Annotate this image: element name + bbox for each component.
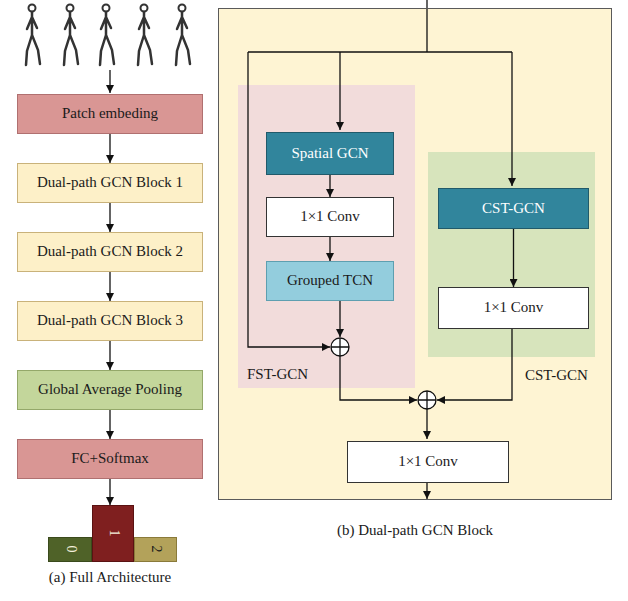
- box-label: Patch embeding: [62, 105, 158, 122]
- box-label: Grouped TCN: [287, 272, 373, 289]
- process-box: CST-GCN: [438, 188, 589, 229]
- box-label: 1×1 Conv: [300, 208, 360, 225]
- embedding-box: Patch embeding: [17, 94, 203, 134]
- figure-caption: (a) Full Architecture: [10, 569, 210, 586]
- box-label: CST-GCN: [482, 200, 545, 217]
- flow-arrow: [109, 203, 110, 232]
- process-box: Grouped TCN: [266, 261, 394, 301]
- flow-arrow: [329, 175, 330, 197]
- region-label: FST-GCN: [247, 366, 308, 383]
- box-label: FC+Softmax: [71, 450, 149, 467]
- sum-symbol: [331, 338, 436, 409]
- process-box: 1×1 Conv: [266, 197, 394, 237]
- block-box: Dual-path GCN Block 2: [17, 232, 203, 272]
- input-arrow: [109, 70, 110, 93]
- skeleton-sequence: [26, 5, 190, 66]
- cst-region: CST-GCNCST-GCN1×1 Conv: [429, 153, 596, 358]
- box-label: Spatial GCN: [291, 145, 368, 162]
- podium-bar: 0: [48, 537, 92, 562]
- box-label: 1×1 Conv: [398, 453, 458, 470]
- flow-arrow: [109, 341, 110, 370]
- block-panel: (b) Dual-path GCN BlockFST-GCNSpatial GC…: [218, 8, 612, 500]
- box-label: 2: [147, 546, 163, 553]
- podium-bar: 2: [134, 537, 177, 562]
- flow-arrow: [109, 134, 110, 163]
- fst-region-ground: [238, 85, 415, 388]
- podium-bar: 1: [92, 505, 134, 562]
- flow-arrow: [329, 237, 330, 261]
- flow-arrow: [513, 229, 514, 287]
- box-label: Dual-path GCN Block 2: [37, 243, 183, 260]
- box-label: 1: [105, 530, 121, 537]
- box-label: Global Average Pooling: [38, 381, 182, 398]
- process-box: 1×1 Conv: [438, 287, 589, 329]
- box-label: 1×1 Conv: [484, 299, 544, 316]
- process-box: 1×1 Conv: [347, 441, 509, 483]
- panel-ground: [218, 8, 612, 500]
- box-label: 0: [62, 546, 78, 553]
- fst-region: FST-GCN Spatial GCN 1×1 ConvGrouped TCN: [239, 86, 416, 389]
- pooling-box: Global Average Pooling: [17, 370, 203, 410]
- flow-arrow: [109, 272, 110, 301]
- process-box: Spatial GCN: [266, 132, 394, 175]
- classifier-box: FC+Softmax: [17, 439, 203, 479]
- block-box: Dual-path GCN Block 3: [17, 301, 203, 341]
- block-box: Dual-path GCN Block 1: [17, 163, 203, 203]
- flow-arrow: [109, 479, 110, 505]
- flow-arrow: [109, 410, 110, 439]
- box-label: Dual-path GCN Block 3: [37, 312, 183, 329]
- region-label: (b) Dual-path GCN Block: [219, 522, 611, 539]
- box-label: Dual-path GCN Block 1: [37, 174, 183, 191]
- block-wires: [248, 0, 512, 499]
- region-label: CST-GCN: [525, 367, 588, 384]
